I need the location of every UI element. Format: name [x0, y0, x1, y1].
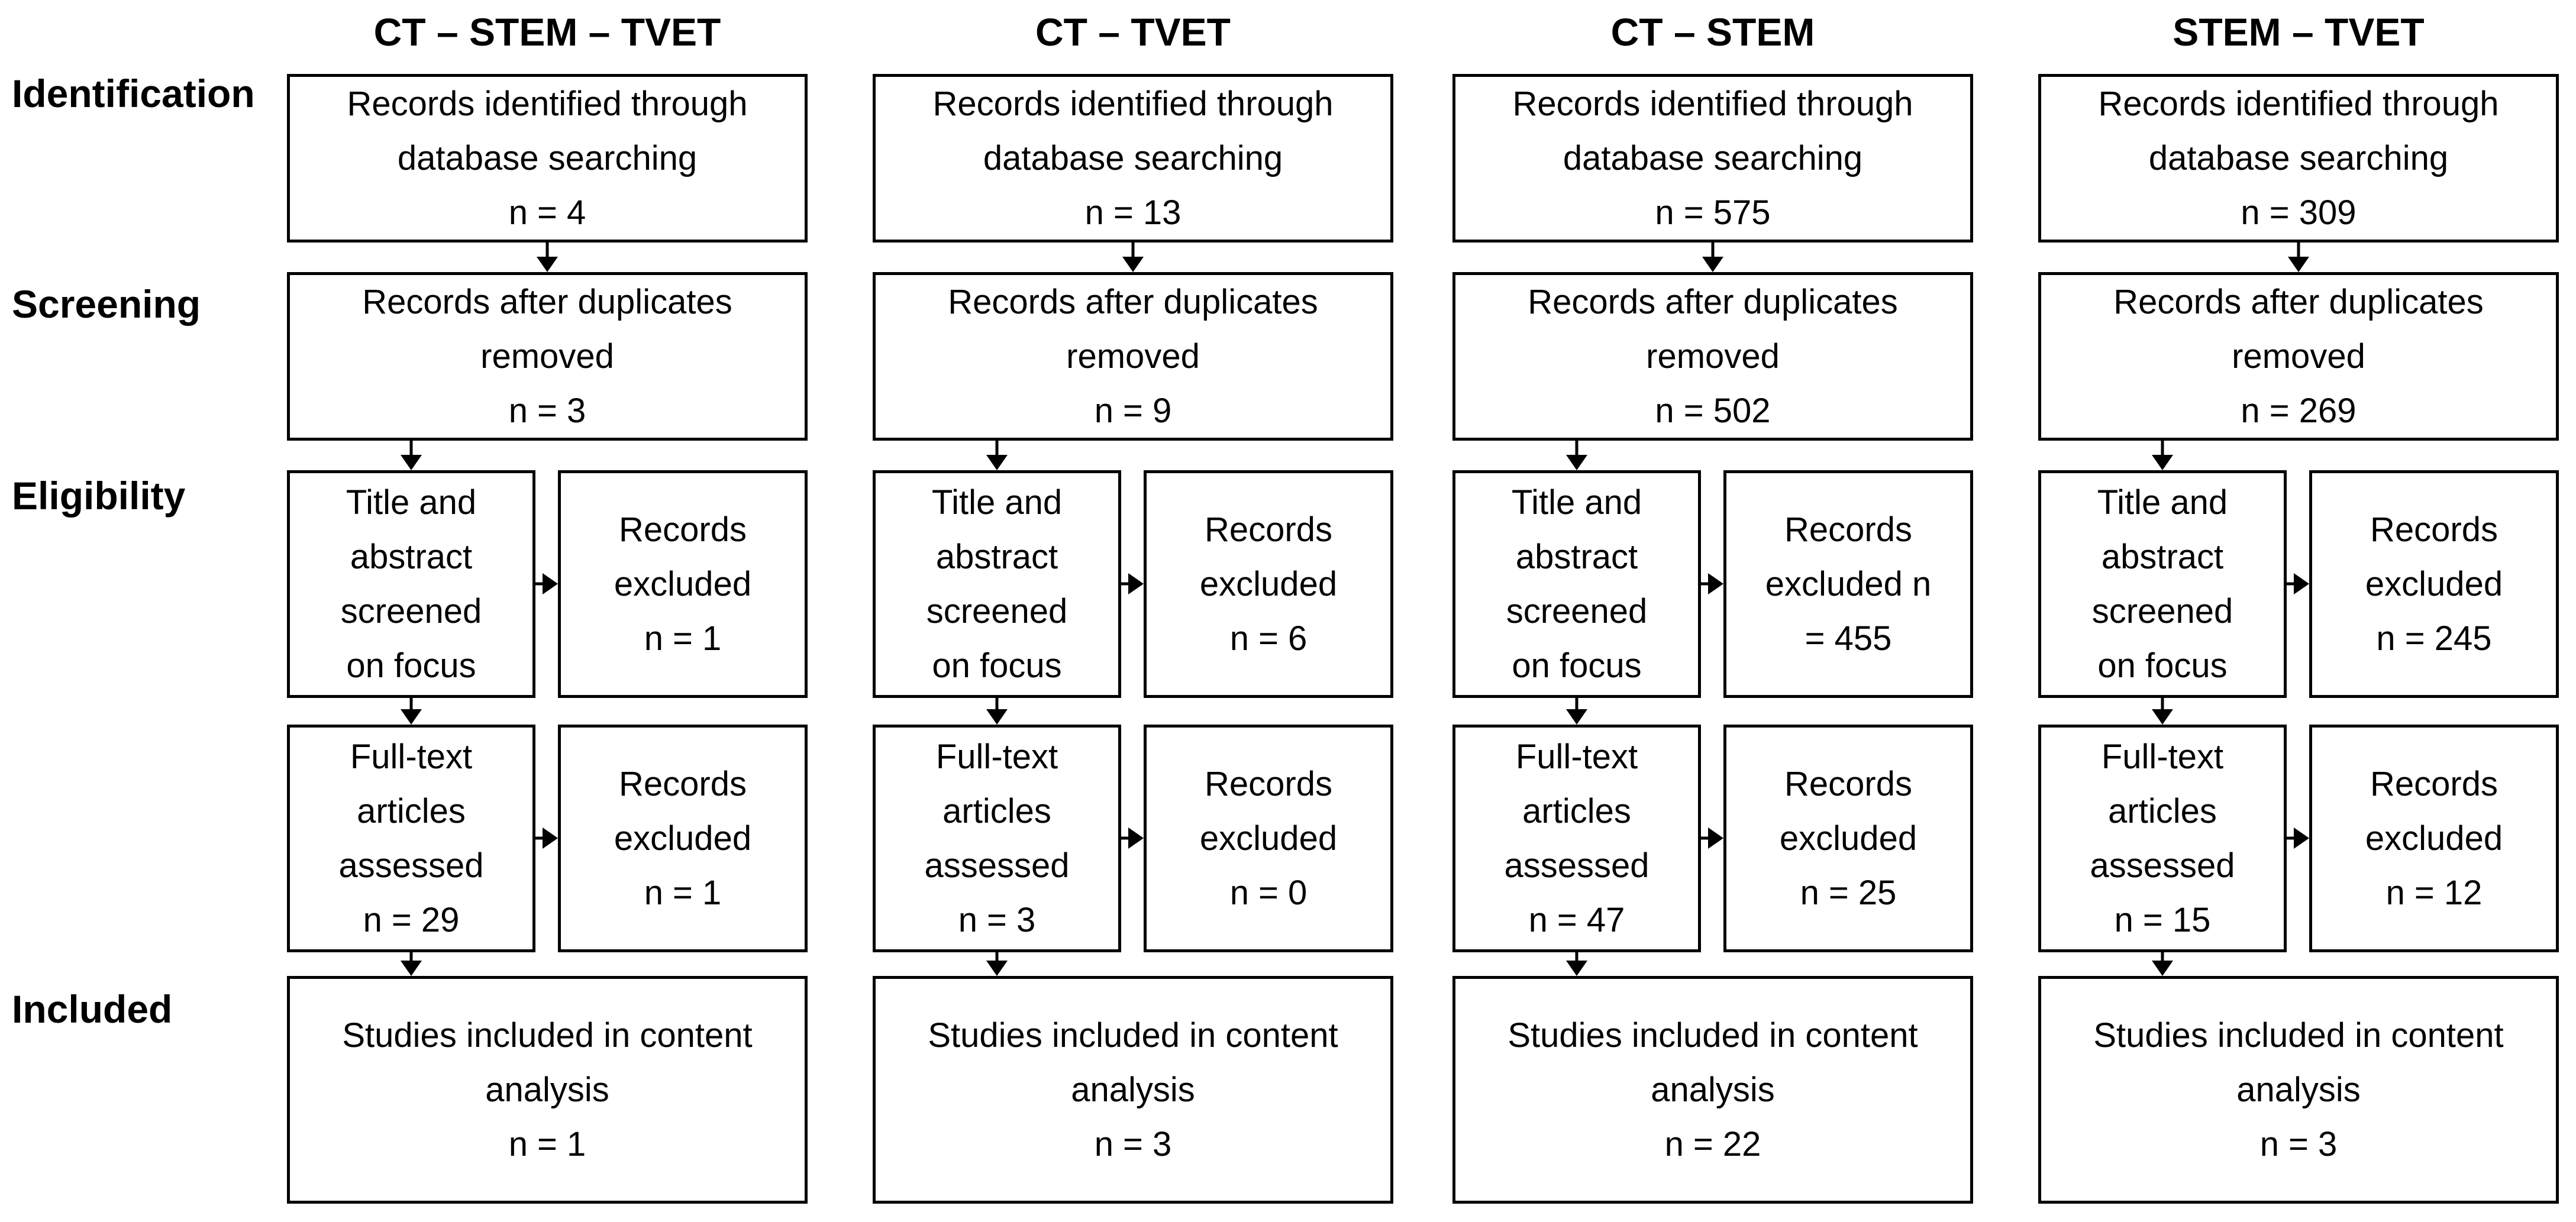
arrowhead-icon	[401, 455, 422, 470]
arrowhead-icon	[986, 961, 1008, 976]
arrowhead-icon	[2152, 455, 2173, 470]
column-heading: CT – TVET	[1035, 10, 1231, 54]
arrowhead-icon	[1128, 827, 1144, 849]
arrowhead-icon	[1702, 257, 1723, 272]
stage-label-eligibility: Eligibility	[12, 474, 186, 518]
stage-label-identification: Identification	[12, 72, 255, 115]
arrowhead-icon	[543, 573, 558, 594]
column-heading: CT – STEM – TVET	[373, 10, 721, 54]
arrowhead-icon	[401, 961, 422, 976]
arrowhead-icon	[2294, 573, 2309, 594]
arrowhead-icon	[2294, 827, 2309, 849]
arrowhead-icon	[2152, 961, 2173, 976]
stage-label-included: Included	[12, 987, 173, 1031]
arrowhead-icon	[1708, 827, 1723, 849]
arrowhead-icon	[986, 455, 1008, 470]
arrowhead-icon	[1566, 961, 1587, 976]
arrowhead-icon	[1566, 455, 1587, 470]
arrowhead-icon	[1566, 709, 1587, 725]
arrowhead-icon	[543, 827, 558, 849]
arrowhead-icon	[2152, 709, 2173, 725]
column-heading: CT – STEM	[1610, 10, 1815, 54]
arrowhead-icon	[537, 257, 558, 272]
stage-label-screening: Screening	[12, 282, 201, 326]
arrowhead-icon	[986, 709, 1008, 725]
arrowhead-icon	[1122, 257, 1144, 272]
column-heading: STEM – TVET	[2173, 10, 2425, 54]
arrowhead-icon	[401, 709, 422, 725]
arrowhead-icon	[1708, 573, 1723, 594]
arrowhead-icon	[1128, 573, 1144, 594]
arrowhead-icon	[2288, 257, 2309, 272]
